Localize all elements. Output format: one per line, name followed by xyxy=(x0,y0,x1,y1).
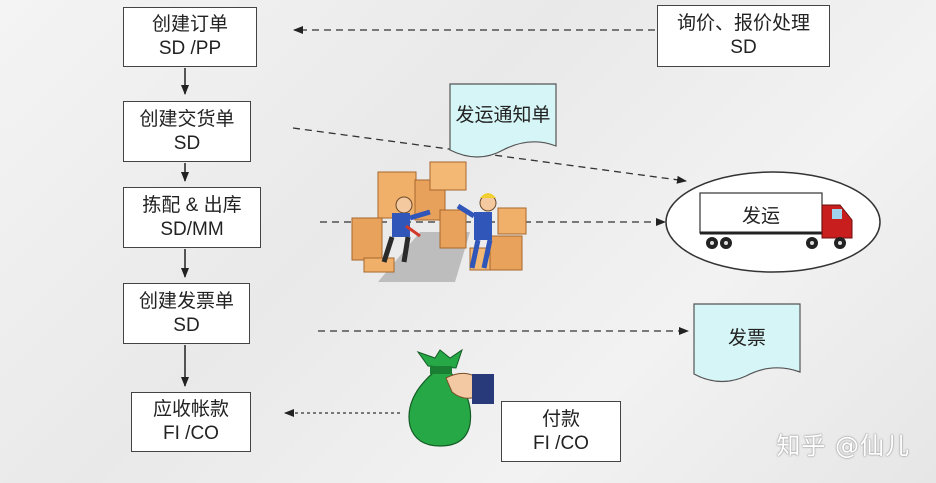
delivery-notice-label: 发运通知单 xyxy=(455,105,551,126)
shipping-truck-illustration xyxy=(665,171,881,273)
truck-label: 发运 xyxy=(741,206,780,227)
step-create-invoice: 创建发票单 SD xyxy=(123,283,250,344)
delivery-notice-document xyxy=(449,83,557,158)
step-picking-title: 拣配 & 出库 xyxy=(142,194,242,216)
invoice-label: 发票 xyxy=(727,328,766,349)
step-accounts-receivable: 应收帐款 FI /CO xyxy=(131,392,251,452)
step-picking-module: SD/MM xyxy=(160,218,224,240)
box-payment: 付款 FI /CO xyxy=(501,401,621,462)
money-bag-illustration xyxy=(408,348,494,447)
step-create-order-title: 创建订单 xyxy=(151,14,228,35)
payment-title: 付款 xyxy=(541,408,580,430)
step-create-order: 创建订单 SD /PP xyxy=(123,7,257,67)
step-receivable-module: FI /CO xyxy=(163,423,219,444)
step-create-order-module: SD /PP xyxy=(158,38,222,59)
invoice-document xyxy=(693,303,801,383)
step-create-invoice-module: SD xyxy=(173,314,200,336)
watermark: 知乎 @仙儿 xyxy=(776,432,910,460)
inquiry-title: 询价、报价处理 xyxy=(676,13,810,34)
step-picking-goods-issue: 拣配 & 出库 SD/MM xyxy=(123,187,261,248)
step-create-delivery-title: 创建交货单 xyxy=(139,108,235,130)
box-inquiry-quotation: 询价、报价处理 SD xyxy=(657,5,830,67)
step-receivable-title: 应收帐款 xyxy=(152,399,229,420)
warehouse-workers-illustration xyxy=(351,161,527,282)
invoice-label-wrap: 发票 xyxy=(694,304,800,364)
inquiry-module: SD xyxy=(730,37,757,58)
delivery-notice-label-wrap: 发运通知单 xyxy=(450,84,556,144)
dashed-arrows xyxy=(292,26,689,335)
step-create-invoice-title: 创建发票单 xyxy=(138,290,234,312)
payment-module: FI /CO xyxy=(533,432,589,454)
step-create-delivery-module: SD xyxy=(173,132,201,154)
step-create-delivery: 创建交货单 SD xyxy=(123,101,251,162)
